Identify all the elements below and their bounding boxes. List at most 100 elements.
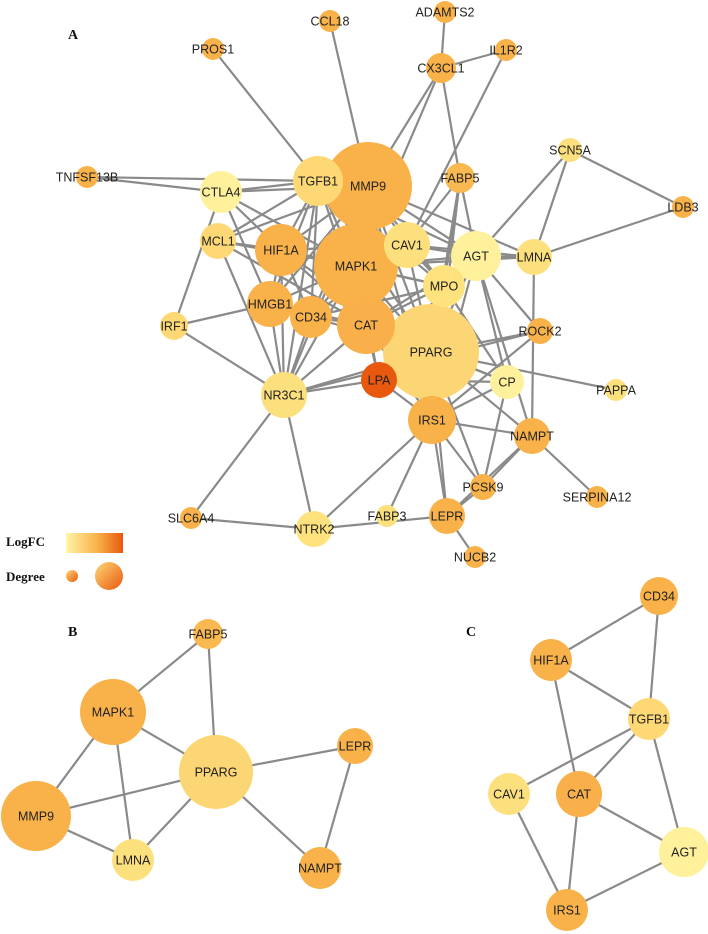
node-adamts2: ADAMTS2 <box>415 1 475 23</box>
node-circle <box>640 577 678 615</box>
node-label: HIF1A <box>533 654 569 668</box>
node-label: AGT <box>463 250 489 264</box>
node-label: HMGB1 <box>248 298 293 312</box>
node-nr3c1: NR3C1 <box>261 372 307 418</box>
node-tgfb1: TGFB1 <box>628 698 670 740</box>
node-circle <box>80 679 146 745</box>
legend: LogFC Degree <box>6 533 123 590</box>
node-circle <box>659 827 708 877</box>
edge-nr3c1-slc6a4 <box>190 394 285 519</box>
node-label: LDB3 <box>667 201 698 215</box>
node-label: CAV1 <box>493 788 525 802</box>
node-lepr: LEPR <box>429 498 465 534</box>
node-irs1: IRS1 <box>546 889 588 931</box>
node-circle <box>261 372 307 418</box>
node-fabp3: FABP3 <box>368 505 407 527</box>
node-label: AGT <box>671 846 697 860</box>
node-circle <box>76 166 98 188</box>
node-circle <box>672 196 694 218</box>
node-label: NAMPT <box>298 862 342 876</box>
node-circle <box>451 231 501 281</box>
node-label: CAT <box>567 788 591 802</box>
node-circle <box>376 505 398 527</box>
node-label: LEPR <box>339 740 372 754</box>
node-label: NUCB2 <box>454 551 496 565</box>
node-ntrk2: NTRK2 <box>294 511 335 547</box>
node-circle <box>299 847 341 889</box>
node-label: CD34 <box>295 311 327 325</box>
node-circle <box>514 418 550 454</box>
node-label: IRS1 <box>418 414 446 428</box>
node-label: CAT <box>354 319 378 333</box>
node-label: CP <box>498 376 515 390</box>
node-scn5a: SCN5A <box>549 138 591 162</box>
node-label: NAMPT <box>510 430 554 444</box>
node-nampt: NAMPT <box>298 847 342 889</box>
node-label: PAPPA <box>596 384 636 398</box>
node-label: PCSK9 <box>463 481 504 495</box>
edge-lmna-nampt <box>530 256 536 437</box>
node-lpa: LPA <box>361 362 397 398</box>
node-circle <box>605 379 627 401</box>
node-circle <box>319 10 341 32</box>
node-mmp9: MMP9 <box>1 781 71 851</box>
edge-pros1-tgfb1 <box>212 48 319 182</box>
node-cat: CAT <box>337 296 395 354</box>
node-circle <box>337 296 395 354</box>
node-label: PROS1 <box>192 43 234 57</box>
node-circle <box>470 474 496 500</box>
node-label: FABP3 <box>368 510 407 524</box>
node-tgfb1: TGFB1 <box>293 156 343 206</box>
node-pros1: PROS1 <box>192 38 234 60</box>
node-lmna: LMNA <box>112 839 154 881</box>
node-circle <box>200 223 236 259</box>
node-hif1a: HIF1A <box>255 224 307 276</box>
node-circle <box>558 138 582 162</box>
node-circle <box>516 239 552 275</box>
node-label: ROCK2 <box>518 325 561 339</box>
node-cav1: CAV1 <box>384 222 430 268</box>
node-label: MCL1 <box>201 235 234 249</box>
node-circle <box>296 511 332 547</box>
node-label: HIF1A <box>263 244 299 258</box>
node-circle <box>426 53 456 83</box>
node-circle <box>586 486 608 508</box>
node-label: SCN5A <box>549 144 591 158</box>
node-label: MPO <box>430 280 459 294</box>
edge-tnfsf13b-tgfb1 <box>86 175 319 183</box>
node-circle <box>290 296 332 338</box>
edge-scn5a-ldb3 <box>569 149 684 208</box>
edge-cp-pcsk9 <box>481 381 509 488</box>
node-agt: AGT <box>659 827 708 877</box>
node-cp: CP <box>490 365 524 399</box>
node-circle <box>314 224 398 308</box>
node-cat: CAT <box>556 771 602 817</box>
node-circle <box>202 38 224 60</box>
node-mapk1: MAPK1 <box>80 679 146 745</box>
node-label: IL1R2 <box>489 44 522 58</box>
node-circle <box>546 889 588 931</box>
node-pappa: PAPPA <box>596 379 637 401</box>
node-circle <box>324 142 412 230</box>
node-slc6a4: SLC6A4 <box>168 507 214 529</box>
node-label: CD34 <box>643 590 675 604</box>
node-label: TGFB1 <box>629 713 669 727</box>
node-circle <box>495 39 517 61</box>
node-circle <box>423 265 465 307</box>
node-label: FABP5 <box>441 172 480 186</box>
legend-degree-label: Degree <box>6 569 45 584</box>
node-label: NTRK2 <box>294 523 335 537</box>
node-label: NR3C1 <box>264 389 305 403</box>
node-cx3cl1: CX3CL1 <box>417 53 465 83</box>
node-ldb3: LDB3 <box>667 196 699 218</box>
node-label: LPA <box>368 374 391 388</box>
node-circle <box>429 498 465 534</box>
node-label: IRS1 <box>553 904 581 918</box>
edge-lepr-nampt <box>318 745 357 869</box>
node-label: MAPK1 <box>335 260 377 274</box>
node-label: LEPR <box>431 510 464 524</box>
node-mapk1: MAPK1 <box>314 224 398 308</box>
node-nampt: NAMPT <box>510 418 554 454</box>
node-hmgb1: HMGB1 <box>247 281 293 327</box>
